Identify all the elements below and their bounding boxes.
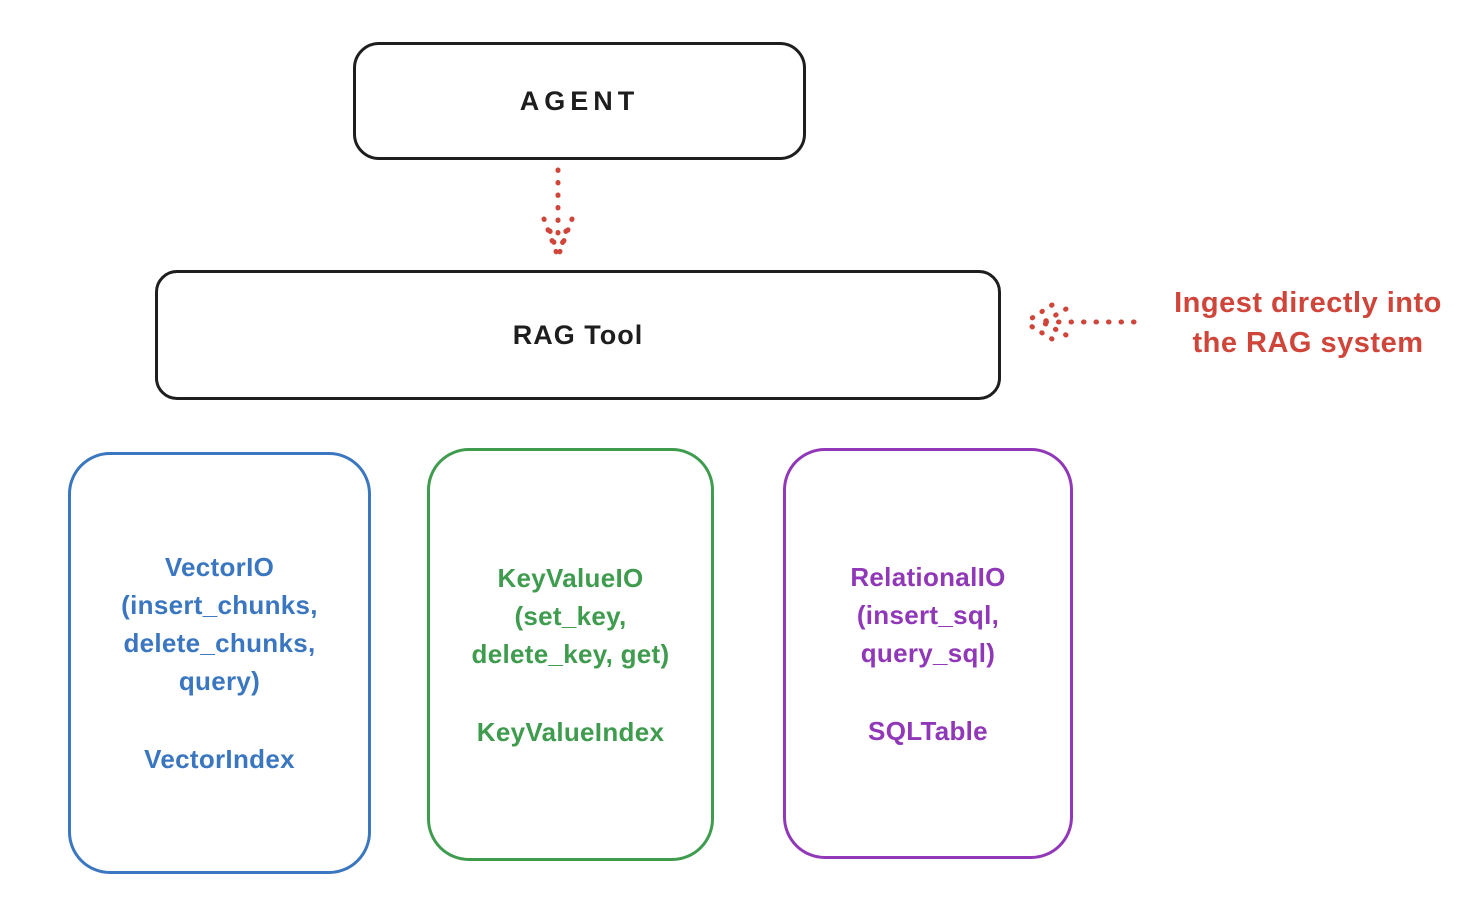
api-line: query_sql): [860, 637, 996, 668]
vector-io-api-lines: VectorIO (insert_chunks, delete_chunks, …: [121, 548, 318, 700]
keyvalue-io-api-lines: KeyValueIO (set_key, delete_key, get): [472, 559, 670, 673]
rag-tool-node: RAG Tool: [155, 270, 1001, 400]
relational-io-api-lines: RelationalIO (insert_sql, query_sql): [850, 558, 1005, 672]
api-line: query): [178, 666, 261, 696]
api-line: (insert_sql,: [856, 599, 1000, 630]
sql-table-label: SQLTable: [868, 715, 988, 746]
agent-to-ragtool-arrow: [541, 167, 575, 257]
ingest-annotation-line1: Ingest directly into: [1174, 287, 1442, 319]
agent-node: AGENT: [353, 42, 806, 160]
relational-io-box: RelationalIO (insert_sql, query_sql) SQL…: [783, 448, 1073, 859]
vector-io-box: VectorIO (insert_chunks, delete_chunks, …: [68, 452, 371, 874]
rag-tool-node-label: RAG Tool: [512, 319, 644, 350]
agent-node-label: AGENT: [519, 85, 640, 116]
keyvalue-index-label: KeyValueIndex: [476, 716, 665, 747]
ingest-annotation: Ingest directly into the RAG system: [1140, 283, 1476, 363]
ingest-into-ragtool-arrow: [1023, 302, 1137, 342]
api-line: (set_key,: [514, 600, 627, 631]
api-line: delete_chunks,: [123, 628, 316, 658]
ingest-annotation-line2: the RAG system: [1192, 327, 1424, 359]
api-line: KeyValueIO: [497, 562, 644, 593]
api-line: VectorIO: [164, 552, 275, 582]
api-line: (insert_chunks,: [121, 590, 318, 620]
api-line: delete_key, get): [471, 638, 670, 669]
vector-index-label: VectorIndex: [144, 744, 295, 774]
keyvalue-io-box: KeyValueIO (set_key, delete_key, get) Ke…: [427, 448, 714, 861]
api-line: RelationalIO: [850, 561, 1006, 592]
